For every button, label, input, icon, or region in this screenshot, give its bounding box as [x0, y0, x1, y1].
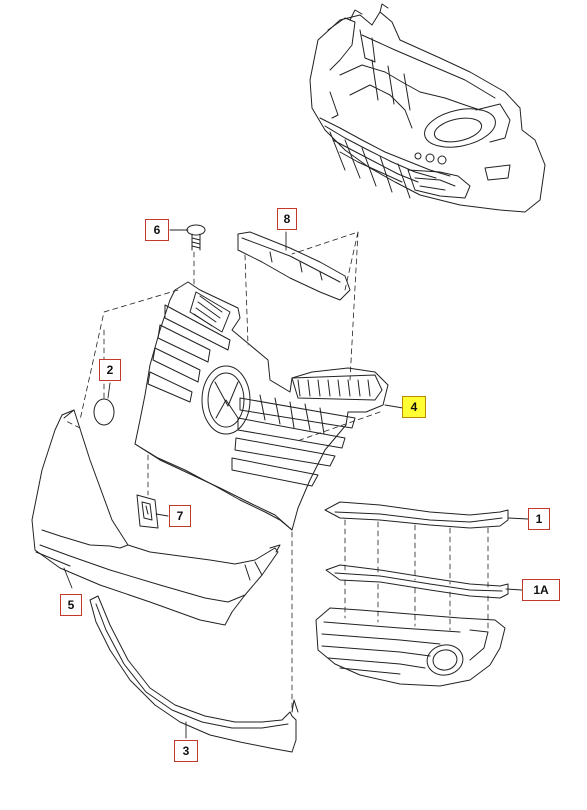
callout-1[interactable]: 1: [528, 508, 550, 530]
callout-5[interactable]: 5: [60, 594, 82, 616]
upper-trim-part-8: [237, 231, 351, 301]
callout-2[interactable]: 2: [99, 359, 121, 381]
radiator-grille-part-4: [134, 281, 389, 531]
bolt-part-7: [186, 224, 206, 251]
callout-3[interactable]: 3: [174, 740, 198, 762]
clip-part-6: [136, 494, 159, 529]
trim-strip-part-1: [324, 501, 509, 529]
callout-8[interactable]: 8: [277, 208, 297, 230]
trim-strip-part-3: [89, 595, 299, 753]
emblem-part-2: [93, 398, 115, 426]
fog-lamp-grille: [315, 607, 506, 687]
bumper-cover-part-5: [31, 409, 281, 626]
trim-strip-part-1A: [325, 564, 509, 599]
assembly-lines: [63, 231, 489, 713]
callout-7[interactable]: 6: [145, 219, 169, 241]
callout-6[interactable]: 7: [169, 505, 191, 527]
callout-1A[interactable]: 1A: [522, 579, 560, 601]
vehicle-front-end-illustration: [309, 3, 546, 213]
callout-4[interactable]: 4: [402, 396, 426, 418]
leader-lines: [63, 229, 529, 739]
